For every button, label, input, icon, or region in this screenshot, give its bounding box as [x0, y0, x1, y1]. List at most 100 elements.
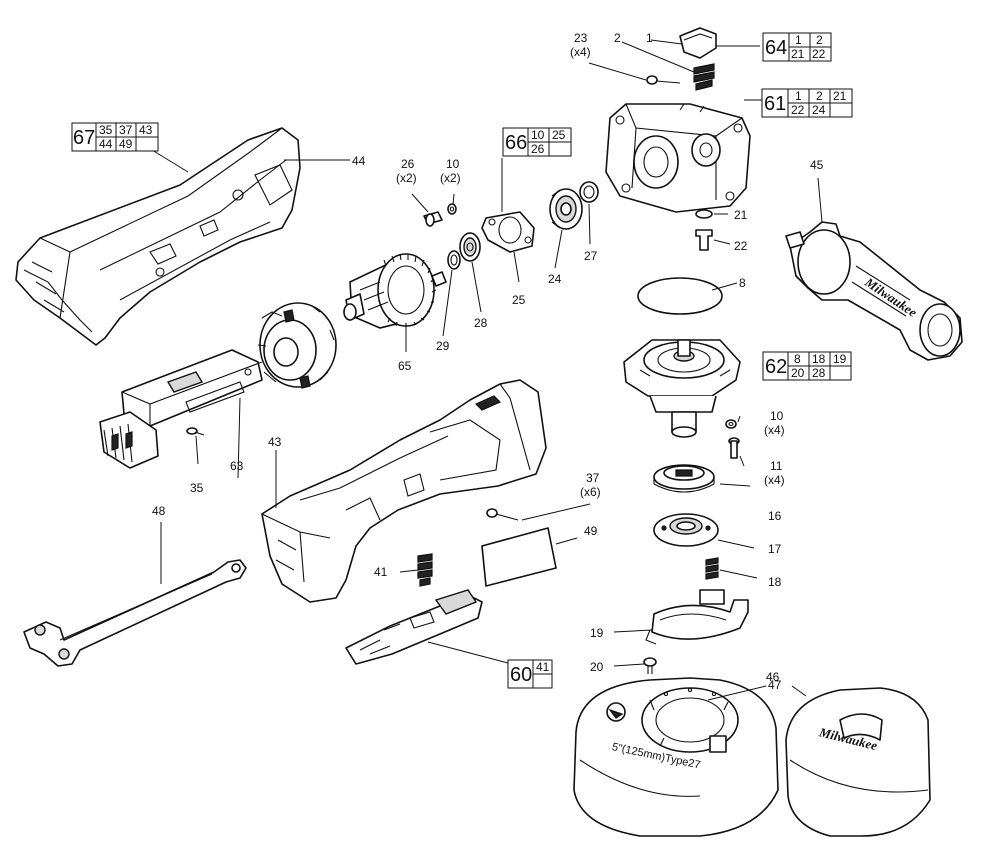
- callout-49: 49: [584, 524, 598, 538]
- callout-22: 22: [734, 239, 748, 253]
- callout-65: 65: [398, 359, 412, 373]
- part-terminal-block: [99, 411, 159, 469]
- callout-1: 1: [646, 31, 653, 45]
- callout-63: 63: [230, 459, 244, 473]
- part-35-screw: [186, 427, 205, 436]
- kit-64-r1c2: 2: [816, 33, 823, 47]
- callout-17: 17: [768, 542, 782, 556]
- callout-26-qty: (x2): [396, 171, 417, 185]
- callout-37-qty: (x6): [580, 485, 601, 499]
- callout-23: 23: [574, 31, 588, 45]
- part-23-screw: [646, 75, 681, 85]
- kit-61-r1c1: 1: [795, 89, 802, 103]
- part-18-spring: [705, 557, 719, 580]
- part-26-screw: [423, 211, 443, 227]
- part-46-wheel-guard: 5"(125mm)Type27: [573, 677, 779, 837]
- callout-10-lower-qty: (x4): [764, 423, 785, 437]
- kit-61-r2c1: 22: [791, 103, 805, 117]
- kit-67-r1c2: 37: [119, 123, 133, 137]
- kit-62-r1c3: 19: [833, 352, 847, 366]
- kit-64-r2c1: 21: [791, 47, 805, 61]
- kit-box-61: 61 1 2 21 22 24: [761, 88, 853, 118]
- callout-35: 35: [190, 481, 204, 495]
- callout-44: 44: [352, 154, 366, 168]
- callout-19: 19: [590, 626, 604, 640]
- kit-66-r1c2: 25: [552, 128, 566, 142]
- part-17-flange-nut: [653, 513, 719, 547]
- callout-10-upper-qty: (x2): [440, 171, 461, 185]
- part-8-gasket: [637, 277, 723, 315]
- kit-box-67: 67 35 37 43 44 49: [71, 122, 159, 152]
- callout-47: 47: [768, 678, 782, 692]
- kit-61-r2c2: 24: [812, 103, 826, 117]
- part-21-o-ring: [695, 209, 713, 219]
- part-10-washer: [447, 203, 457, 215]
- callout-10-lower: 10: [770, 409, 784, 423]
- kit-66-r2c1: 26: [531, 142, 545, 156]
- kit-67-r1c3: 43: [139, 123, 153, 137]
- callout-45: 45: [810, 158, 824, 172]
- kit-box-64: 64 1 2 21 22: [762, 32, 832, 62]
- callout-24: 24: [548, 272, 562, 286]
- part-16-inner-flange: [653, 464, 715, 493]
- kit-62-r2c1: 20: [791, 366, 805, 380]
- callout-21: 21: [734, 208, 748, 222]
- part-43-lower-housing: [261, 379, 547, 603]
- callout-23-qty: (x4): [570, 45, 591, 59]
- part-45-side-handle: Milwaukee: [785, 221, 963, 361]
- kit-67-r2c1: 44: [99, 137, 113, 151]
- kit-67-id: 67: [73, 127, 95, 149]
- kit-box-66: 66 10 25 26: [502, 127, 572, 157]
- part-49-label: [481, 527, 557, 587]
- callout-29: 29: [436, 339, 450, 353]
- part-61-gear-case: [605, 103, 751, 213]
- callout-43: 43: [268, 435, 282, 449]
- kit-66-r1c1: 10: [531, 128, 545, 142]
- kit-box-62: 62 8 18 19 20 28: [762, 351, 852, 381]
- part-2-spring: [693, 63, 715, 91]
- kit-67-r1c1: 35: [99, 123, 113, 137]
- kit-64-id: 64: [765, 37, 787, 59]
- callout-27: 27: [584, 249, 598, 263]
- callout-28: 28: [474, 316, 488, 330]
- callout-10-upper: 10: [446, 157, 460, 171]
- callout-11-qty: (x4): [764, 473, 785, 487]
- kit-66-id: 66: [505, 132, 527, 154]
- part-29-retaining-ring: [447, 250, 461, 270]
- part-20-screw: [643, 657, 657, 674]
- part-48-spanner-wrench: [23, 559, 247, 667]
- part-47-cutoff-guard: Milwaukee: [785, 687, 931, 837]
- part-27-bearing: [579, 181, 599, 203]
- leader-lines: [151, 39, 823, 701]
- part-28-bearing: [459, 232, 481, 262]
- kit-60-r1c1: 41: [536, 660, 550, 674]
- callout-26: 26: [401, 157, 415, 171]
- kit-61-r1c3: 21: [833, 89, 847, 103]
- part-22-pin: [695, 229, 713, 251]
- part-10-washer-lower: [725, 419, 737, 429]
- kit-64-r1c1: 1: [795, 33, 802, 47]
- callout-8: 8: [739, 276, 746, 290]
- callout-labels: 1 2 23 (x4) 44 26 (x2) 10 (x2) 21 22 45 …: [152, 31, 824, 692]
- kit-62-r2c2: 28: [812, 366, 826, 380]
- kit-64-r2c2: 22: [812, 47, 826, 61]
- callout-18: 18: [768, 575, 782, 589]
- callout-41: 41: [374, 565, 388, 579]
- kit-62-r1c2: 18: [812, 352, 826, 366]
- part-19-clamp-band: [645, 589, 749, 645]
- callout-37: 37: [586, 471, 600, 485]
- part-60-paddle-switch: [345, 589, 483, 665]
- part-62-spindle-assembly: [623, 339, 741, 438]
- part-24-bearing: [549, 188, 583, 230]
- callout-48: 48: [152, 504, 166, 518]
- part-11-screw: [728, 437, 740, 459]
- part-motor-stator: [257, 302, 337, 389]
- part-44-housing-cover: [15, 127, 301, 346]
- part-63-electronics-board: [121, 349, 263, 427]
- kit-61-r1c2: 2: [816, 89, 823, 103]
- callout-20: 20: [590, 660, 604, 674]
- kit-62-r1c1: 8: [794, 352, 801, 366]
- kit-67-r2c2: 49: [119, 137, 133, 151]
- part-37-screw: [486, 508, 519, 521]
